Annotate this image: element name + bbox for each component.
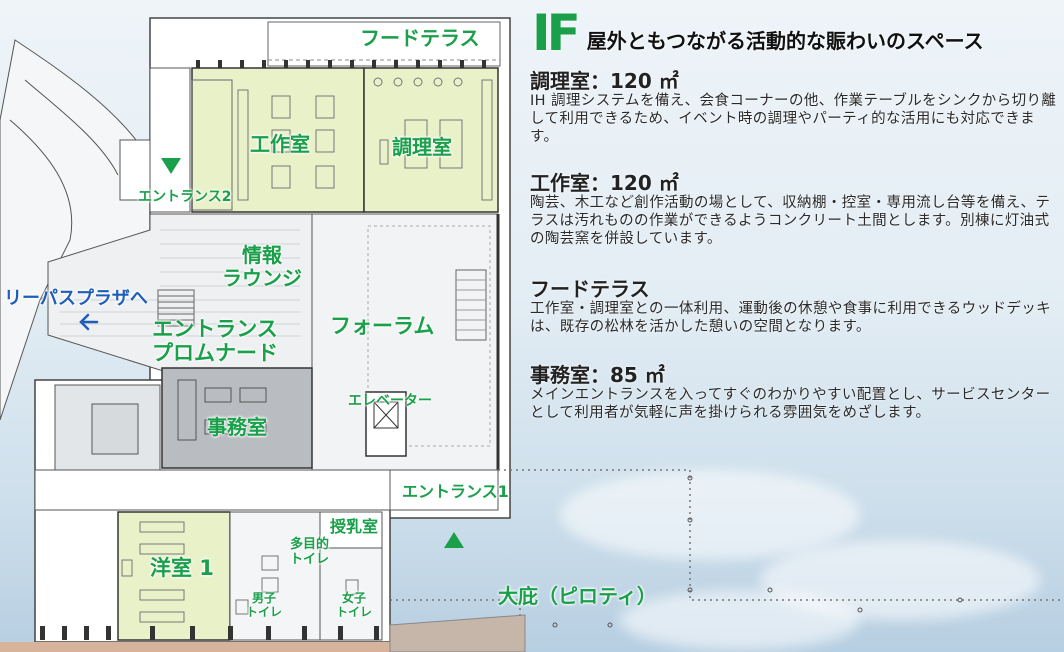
floor-number: IF bbox=[532, 4, 581, 62]
label-office: 事務室 bbox=[207, 415, 267, 439]
label-multipurpose-toilet-line1: 多目的 bbox=[290, 537, 330, 552]
label-entrance2: エントランス2 bbox=[138, 189, 232, 205]
label-kitchen: 調理室 bbox=[392, 135, 452, 159]
left-path-edge bbox=[9, 119, 73, 301]
label-elevator: エレベーター bbox=[348, 393, 432, 409]
forum-stairs bbox=[455, 269, 487, 341]
food-terrace-area bbox=[267, 21, 501, 67]
promenade-hatch bbox=[60, 229, 300, 337]
elevator-car bbox=[373, 401, 399, 429]
bottom-columns bbox=[40, 626, 379, 640]
workshop-storage bbox=[191, 79, 233, 211]
room-body: メインエントランスを入ってすぐのわかりやすい配置とし、サービスセンターとして利用… bbox=[530, 387, 1051, 421]
label-multipurpose-toilet: 多目的 トイレ bbox=[290, 537, 330, 568]
left-arrow-icon bbox=[79, 313, 99, 331]
label-forum: フォーラム bbox=[330, 314, 435, 338]
room-title: 調理室：120 ㎡ bbox=[530, 69, 679, 93]
left-path bbox=[0, 39, 151, 421]
entrance1-arrow-icon bbox=[444, 532, 464, 548]
floor-tagline: 屋外ともつながる活動的な賑わいのスペース bbox=[586, 29, 984, 53]
left-path-edge bbox=[24, 79, 119, 176]
label-workshop: 工作室 bbox=[250, 132, 310, 156]
terrace-columns bbox=[196, 60, 486, 68]
label-mens-toilet-line2: トイレ bbox=[246, 604, 283, 619]
service-strip bbox=[149, 67, 191, 213]
lower-pavement bbox=[0, 642, 390, 652]
label-info-lounge-line2: ラウンジ bbox=[222, 266, 302, 290]
label-promenade-line1: エントランス bbox=[152, 317, 278, 341]
piloti-outline bbox=[498, 469, 1064, 601]
elevator-shaft bbox=[365, 391, 407, 457]
entrance2-arrow-icon bbox=[161, 158, 181, 174]
room-description: 調理室：120 ㎡ IH 調理システムを備え、会食コーナーの他、作業テーブルをシ… bbox=[530, 70, 1058, 146]
room-title: 事務室：85 ㎡ bbox=[530, 363, 665, 387]
forum-inner-dash bbox=[367, 225, 491, 447]
room-description: 事務室：85 ㎡ メインエントランスを入ってすぐのわかりやすい配置とし、サービス… bbox=[530, 364, 1058, 422]
label-food-terrace: フードテラス bbox=[360, 26, 480, 50]
floor-heading: IF 屋外ともつながる活動的な賑わいのスペース bbox=[532, 4, 984, 62]
room-body: 工作室・調理室との一体利用、運動後の休憩や食事に利用できるウッドデッキは、既存の… bbox=[530, 301, 1052, 335]
office-desks bbox=[177, 379, 267, 441]
room-title: 工作室：120 ㎡ bbox=[530, 171, 679, 195]
label-info-lounge: 情報 ラウンジ bbox=[222, 244, 302, 290]
room-title: フードテラス bbox=[530, 277, 650, 301]
office-area bbox=[161, 367, 313, 469]
west-wing-room bbox=[91, 403, 139, 455]
room-body: 陶芸、木工など創作活動の場として、収納棚・控室・専用流し台等を備え、テラスは汚れ… bbox=[530, 195, 1051, 247]
corridor-wall bbox=[119, 139, 151, 201]
kitchen-tables bbox=[373, 77, 493, 201]
room-description: 工作室：120 ㎡ 陶芸、木工など創作活動の場として、収納棚・控室・専用流し台等… bbox=[530, 172, 1058, 248]
entrance1-vestibule bbox=[389, 469, 499, 511]
label-western-room: 洋室 1 bbox=[150, 556, 214, 580]
restroom-block bbox=[229, 511, 321, 641]
label-womens-toilet-line1: 女子 bbox=[342, 591, 367, 605]
label-womens-toilet-line2: トイレ bbox=[336, 604, 373, 619]
adjacent-roof bbox=[389, 614, 526, 652]
label-piloti: 大庇（ピロティ） bbox=[498, 584, 657, 608]
room-description: フードテラス 工作室・調理室との一体利用、運動後の休憩や食事に利用できるウッドデ… bbox=[530, 278, 1058, 336]
label-entrance1: エントランス1 bbox=[402, 482, 509, 501]
lounge-stairs bbox=[157, 289, 195, 327]
label-mens-toilet: 男子 トイレ bbox=[246, 591, 283, 620]
western-room-chairs bbox=[121, 521, 185, 623]
label-repas-plaza[interactable]: リーパスプラザへ bbox=[4, 288, 148, 309]
label-womens-toilet: 女子 トイレ bbox=[336, 591, 373, 620]
label-info-lounge-line1: 情報 bbox=[242, 243, 282, 267]
workshop-tables bbox=[237, 89, 335, 201]
main-corridor bbox=[34, 469, 391, 511]
label-mens-toilet-line1: 男子 bbox=[252, 591, 277, 605]
room-body: IH 調理システムを備え、会食コーナーの他、作業テーブルをシンクから切り離して利… bbox=[530, 93, 1057, 145]
label-promenade: エントランス プロムナード bbox=[152, 317, 278, 365]
cloud bbox=[560, 470, 860, 560]
label-promenade-line2: プロムナード bbox=[152, 341, 278, 366]
label-nursing-room: 授乳室 bbox=[330, 517, 379, 536]
label-multipurpose-toilet-line2: トイレ bbox=[290, 551, 330, 567]
